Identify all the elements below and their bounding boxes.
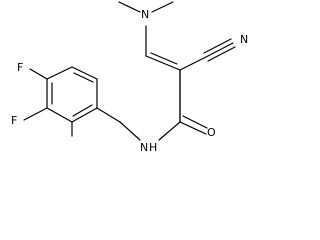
alkene-double-bond-outer bbox=[145, 55, 181, 71]
ring-bond-1 bbox=[71, 66, 98, 80]
ring-double-bond-2 bbox=[72, 104, 93, 117]
carbonyl-double-bond-inner bbox=[182, 115, 208, 129]
benzene-ring bbox=[46, 66, 98, 123]
bond-amide-nitrogen-to-carbonyl bbox=[158, 121, 181, 141]
bond-ring-to-amide-nitrogen-connector bbox=[119, 121, 141, 141]
carbonyl-oxygen-label: O bbox=[207, 126, 216, 139]
ring-bond-4 bbox=[46, 107, 73, 123]
methyl-bond-right bbox=[151, 1, 174, 13]
carbonyl-double-bond-outer bbox=[179, 121, 207, 135]
amide-nitrogen-label: N bbox=[140, 141, 148, 154]
nitrile-triple-bond-3 bbox=[207, 46, 236, 62]
nitrile-triple-bond-1 bbox=[205, 42, 234, 58]
alkene-double-bond-inner bbox=[150, 52, 178, 65]
ring-bond-3 bbox=[71, 107, 98, 123]
ring-double-bond-1 bbox=[73, 72, 94, 83]
nitrile-nitrogen-label: N bbox=[240, 33, 248, 46]
methyl-bond-left bbox=[118, 1, 141, 13]
bond-ring-to-fluorine-bottom-connector bbox=[23, 107, 48, 121]
fluorine-bottom-label: F bbox=[11, 114, 17, 127]
bond-alkene-to-nitrile-carbon bbox=[179, 56, 207, 71]
amide-hydrogen-label: H bbox=[149, 141, 157, 154]
bond-ring-to-amide-nitrogen bbox=[96, 107, 121, 123]
dimethylamino-nitrogen-label: N bbox=[141, 8, 149, 21]
fluorine-top-label: F bbox=[17, 61, 23, 74]
chemical-structure-diagram: F F N H O N N bbox=[11, 1, 248, 154]
bond-ring-to-fluorine-top bbox=[29, 68, 48, 80]
nitrile-triple-bond-2 bbox=[203, 38, 232, 54]
ring-bond-6 bbox=[46, 66, 73, 80]
